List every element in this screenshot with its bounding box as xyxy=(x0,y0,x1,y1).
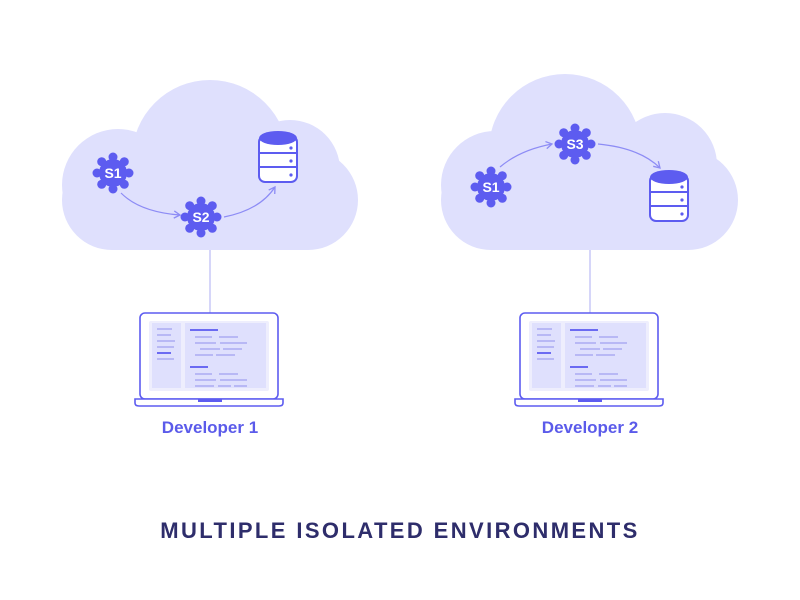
database-icon xyxy=(649,169,689,222)
arrow xyxy=(597,143,661,169)
laptop-icon xyxy=(514,312,664,407)
database-icon xyxy=(258,130,298,183)
service-label: S1 xyxy=(482,179,499,195)
developer-label: Developer 1 xyxy=(162,418,258,437)
service-gear-icon: S2 xyxy=(180,196,222,238)
arrow xyxy=(499,140,554,168)
service-label: S3 xyxy=(566,136,583,152)
service-label: S2 xyxy=(192,209,209,225)
service-gear-icon: S1 xyxy=(92,152,134,194)
service-gear-icon: S1 xyxy=(470,166,512,208)
service-gear-icon: S3 xyxy=(554,123,596,165)
arrow xyxy=(223,185,276,218)
service-label: S1 xyxy=(104,165,121,181)
environment-2: S1 S3 Developer 2 xyxy=(441,74,738,437)
laptop-icon xyxy=(134,312,284,407)
arrow xyxy=(120,192,182,219)
developer-label: Developer 2 xyxy=(542,418,638,437)
diagram-title: MULTIPLE ISOLATED ENVIRONMENTS xyxy=(160,518,639,543)
environment-1: S1 S2 Developer 1 xyxy=(62,80,358,437)
cloud-2 xyxy=(441,74,738,250)
